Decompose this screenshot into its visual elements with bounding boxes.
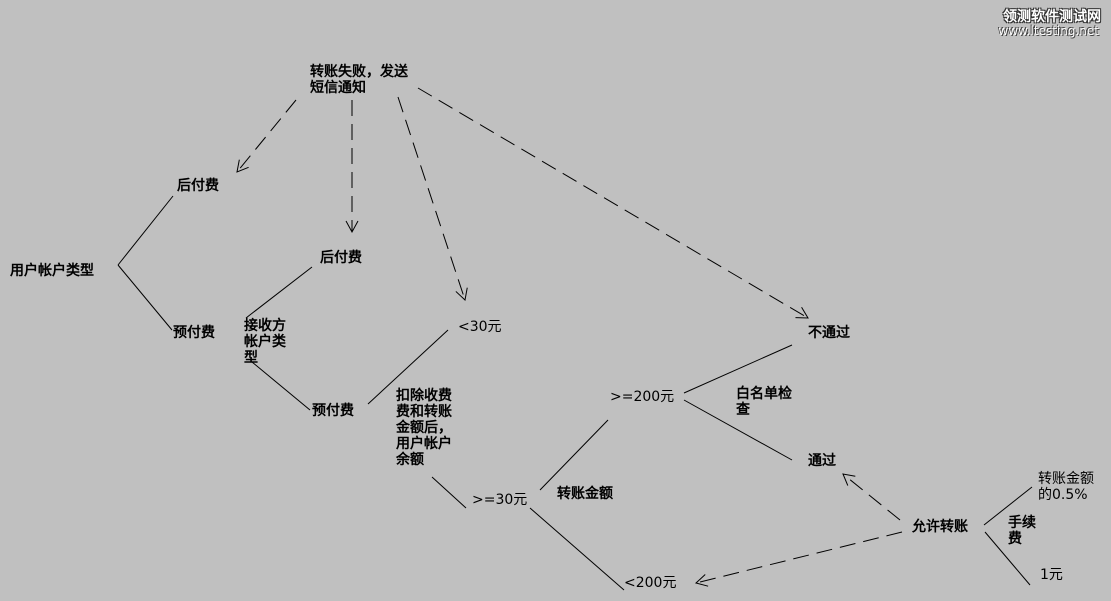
edge-balance-lt30 [367, 329, 449, 405]
edge-receiver-postpay [245, 266, 313, 319]
node-fail-notify: 转账失败，发送 短信通知 [310, 64, 408, 96]
node-postpay-2: 后付费 [320, 250, 362, 266]
node-prepay-2: 预付费 [312, 403, 354, 419]
node-whitelist-check: 白名单检 查 [736, 386, 792, 418]
node-postpay-1: 后付费 [177, 178, 219, 194]
edge-amount-ge200 [539, 419, 609, 491]
arrow-allow-to-lt200 [694, 531, 903, 587]
edge-amount-lt200 [529, 507, 625, 591]
arrow-allow-to-pass [842, 473, 901, 521]
edge-receiver-prepay [251, 361, 311, 411]
node-pass: 通过 [808, 453, 836, 469]
watermark-url: www.ltesting.net [998, 24, 1099, 38]
watermark-title: 领测软件测试网 [1003, 9, 1101, 25]
edge-balance-ge30 [431, 476, 467, 509]
edge-whitelist-pass [683, 399, 793, 461]
arrow-fail-to-notpass [417, 87, 809, 319]
arrow-fail-to-lt30 [397, 96, 468, 301]
node-account-type: 用户帐户类型 [10, 263, 94, 279]
node-fee-pct: 转账金额 的0.5% [1038, 471, 1094, 503]
node-lt200: <200元 [624, 575, 677, 591]
arrow-fail-to-postpay1 [236, 99, 297, 173]
node-ge200: >=200元 [610, 389, 675, 405]
node-fee: 手续 费 [1008, 515, 1036, 547]
node-receiver-type: 接收方 帐户类 型 [244, 318, 286, 366]
node-lt30: <30元 [458, 319, 502, 335]
edge-type-prepay [117, 264, 173, 331]
edge-whitelist-fail [683, 344, 793, 394]
node-prepay-1: 预付费 [173, 325, 215, 341]
node-deduct-balance: 扣除收费 费和转账 金额后， 用户帐户 余额 [396, 388, 452, 468]
node-ge30: >=30元 [472, 492, 528, 508]
node-not-pass: 不通过 [808, 325, 850, 341]
edge-type-postpay [117, 195, 174, 266]
node-fee-one-yuan: 1元 [1040, 567, 1063, 583]
node-transfer-amount: 转账金额 [557, 486, 613, 502]
edge-fee-pct [983, 486, 1033, 526]
edge-fee-one [984, 531, 1031, 586]
node-allow-transfer: 允许转账 [912, 519, 968, 535]
